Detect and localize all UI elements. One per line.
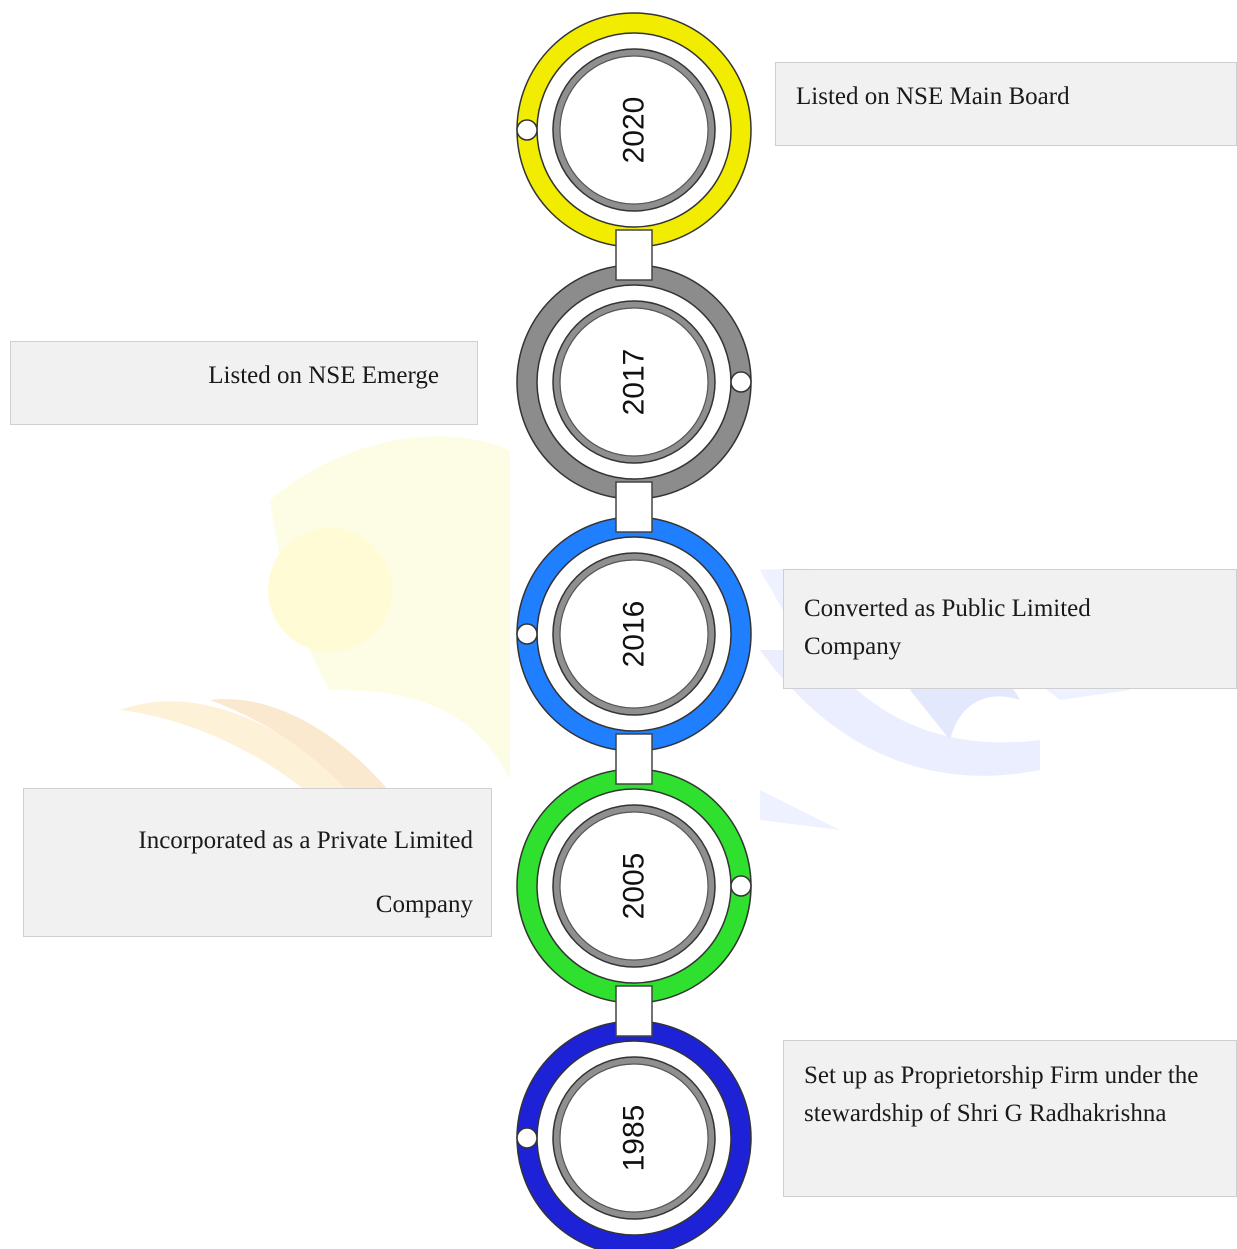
connector-dot <box>516 119 538 141</box>
event-box-2020: Listed on NSE Main Board <box>775 62 1237 146</box>
event-text-2005: Incorporated as a Private Limited Compan… <box>138 827 473 918</box>
year-label-2017: 2017 <box>618 349 651 416</box>
connector-dot <box>730 371 752 393</box>
ring-2017: 2017 <box>516 264 752 500</box>
year-label-2020: 2020 <box>618 97 651 164</box>
event-text-2017: Listed on NSE Emerge <box>208 362 439 389</box>
event-text-2020: Listed on NSE Main Board <box>796 83 1070 110</box>
timeline-connector <box>615 229 653 1037</box>
year-label-1985: 1985 <box>618 1105 651 1172</box>
year-label-2005: 2005 <box>618 853 651 920</box>
event-text-1985: Set up as Proprietorship Firm under the … <box>804 1062 1199 1127</box>
ring-1985: 1985 <box>516 1020 752 1249</box>
event-text-2016: Converted as Public Limited Company <box>804 595 1091 660</box>
connector-dot <box>516 1127 538 1149</box>
year-label-2016: 2016 <box>618 601 651 668</box>
event-box-2017: Listed on NSE Emerge <box>10 341 478 425</box>
event-box-1985: Set up as Proprietorship Firm under the … <box>783 1040 1237 1197</box>
event-box-2016: Converted as Public Limited Company <box>783 569 1237 689</box>
ring-2016: 2016 <box>516 516 752 752</box>
connector-dot <box>730 875 752 897</box>
event-box-2005: Incorporated as a Private Limited Compan… <box>23 788 492 937</box>
ring-2005: 2005 <box>516 768 752 1004</box>
connector-dot <box>516 623 538 645</box>
ring-2020: 2020 <box>516 12 752 248</box>
